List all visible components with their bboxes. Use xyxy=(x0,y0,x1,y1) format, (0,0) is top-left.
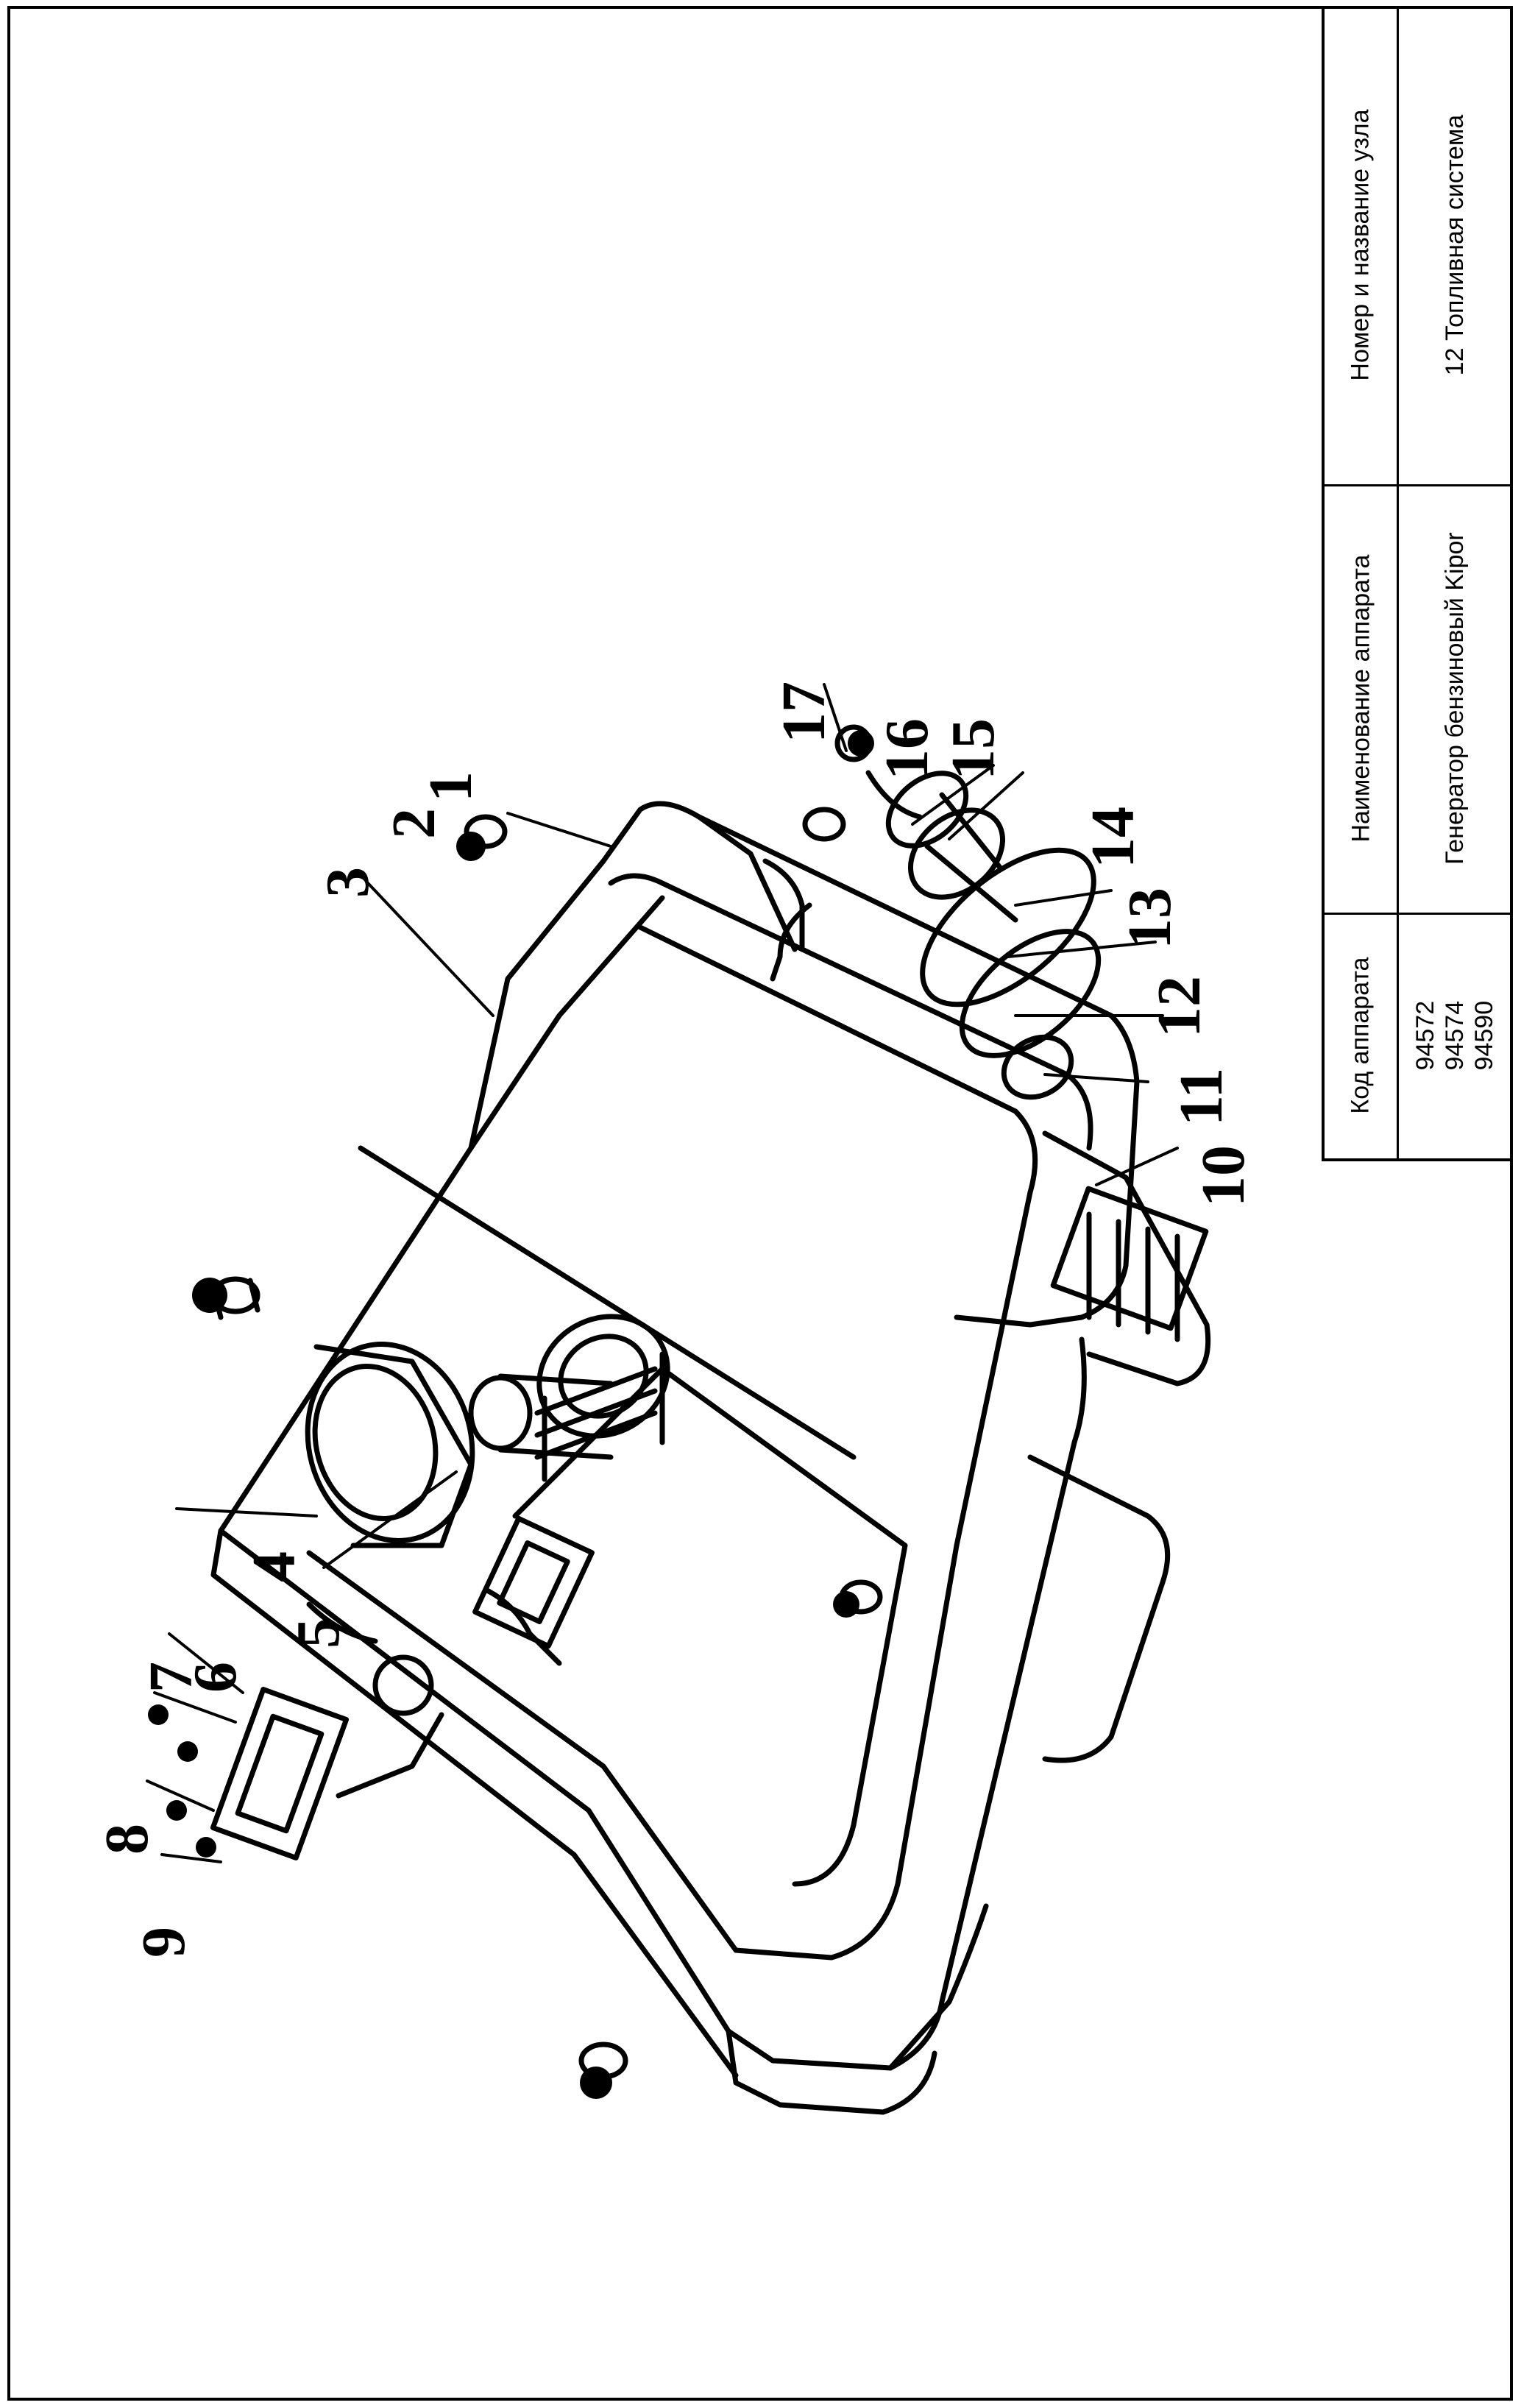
page-frame xyxy=(7,6,1513,2401)
callout-17: 17 xyxy=(770,681,838,743)
callout-14: 14 xyxy=(1079,807,1147,868)
fuel-gauge-assembly xyxy=(210,1587,562,1860)
value-device-name: Генератор бензиновый Kipor xyxy=(1440,532,1469,865)
title-block-divider-2 xyxy=(1325,913,1513,915)
header-device-name: Наименование аппарата xyxy=(1346,554,1375,843)
filler-neck xyxy=(534,1314,670,1482)
title-block-divider-vertical xyxy=(1397,6,1399,1158)
callout-9: 9 xyxy=(130,1927,198,1958)
fuel-valve-assembly xyxy=(802,724,1211,1387)
value-codes: 94572 94574 94590 xyxy=(1411,1001,1499,1071)
callout-11: 11 xyxy=(1167,1068,1235,1126)
callout-5: 5 xyxy=(284,1618,352,1649)
title-block-divider-1 xyxy=(1325,484,1513,486)
value-cell-codes: 94572 94574 94590 xyxy=(1397,913,1513,1158)
value-cell-unit: 12 Топливная система xyxy=(1397,6,1513,484)
callout-4: 4 xyxy=(240,1551,308,1582)
device-code-2: 94574 xyxy=(1440,1000,1469,1071)
gauge-window xyxy=(472,1515,595,1649)
header-unit: Номер и название узла xyxy=(1346,109,1375,381)
callout-10: 10 xyxy=(1189,1145,1258,1207)
header-cell-unit: Номер и название узла xyxy=(1325,6,1397,484)
callout-3: 3 xyxy=(313,867,382,898)
callout-12: 12 xyxy=(1145,976,1213,1038)
callout-6: 6 xyxy=(181,1662,249,1693)
callout-1: 1 xyxy=(416,771,485,802)
filler-cap xyxy=(305,1342,475,1548)
header-code: Код аппарата xyxy=(1346,957,1375,1114)
device-code-1: 94572 xyxy=(1411,1000,1439,1071)
fuel-tank-exploded-diagram: 1 2 3 4 5 6 7 8 9 10 11 12 13 14 15 16 1… xyxy=(93,681,1258,2115)
callout-13: 13 xyxy=(1116,888,1184,949)
callout-2: 2 xyxy=(380,808,448,839)
callout-15: 15 xyxy=(939,718,1007,780)
device-code-3: 94590 xyxy=(1470,1000,1499,1071)
value-cell-device-name: Генератор бензиновый Kipor xyxy=(1397,484,1513,913)
header-cell-device-name: Наименование аппарата xyxy=(1325,484,1397,913)
fuel-strainer xyxy=(468,1373,614,1460)
value-unit: 12 Топливная система xyxy=(1440,114,1469,376)
title-block-table: Номер и название узла Наименование аппар… xyxy=(1322,6,1513,1161)
fuel-tank-body xyxy=(210,801,1171,2115)
callout-16: 16 xyxy=(873,718,941,780)
header-cell-code: Код аппарата xyxy=(1325,913,1397,1158)
callout-7: 7 xyxy=(137,1662,205,1693)
callout-leaders xyxy=(146,683,1179,1863)
callout-8: 8 xyxy=(93,1824,161,1855)
